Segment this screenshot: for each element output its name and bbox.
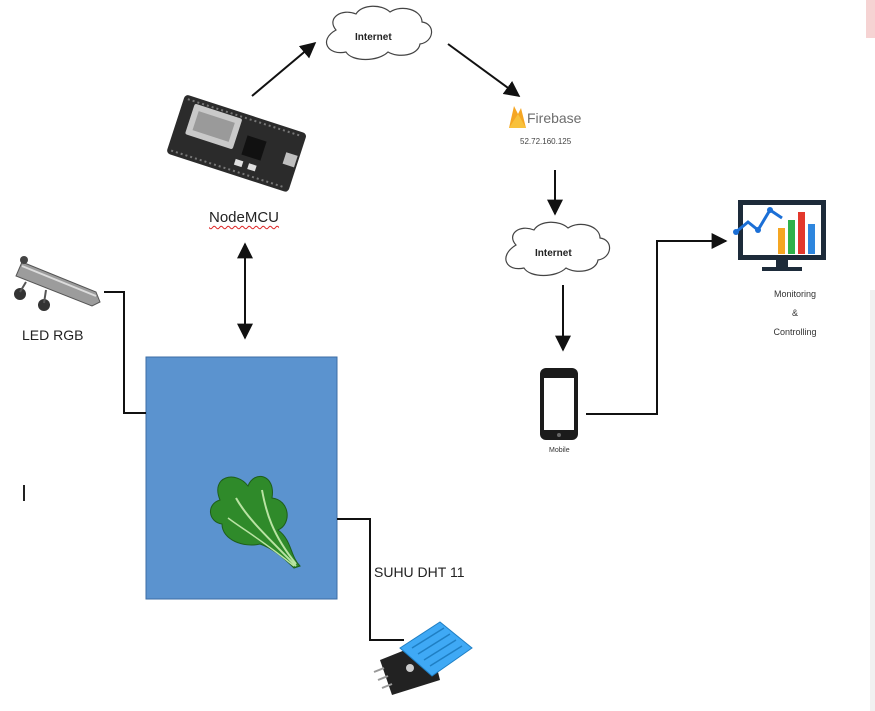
monitor-chart-icon	[733, 200, 826, 271]
corner-marker	[866, 0, 875, 38]
internet-label-mid: Internet	[535, 248, 572, 259]
firebase-label: Firebase	[527, 110, 582, 126]
edge-strip	[870, 290, 875, 711]
connector-lines	[104, 41, 728, 641]
internet-cloud-mid-icon	[505, 221, 611, 277]
line-box-to-sensor	[337, 518, 404, 641]
plant-box	[145, 356, 338, 600]
internet-cloud-top-icon	[325, 5, 433, 61]
firebase-ip-label: 52.72.160.125	[520, 137, 572, 146]
arrow-mobile-to-monitor	[586, 233, 728, 415]
nodemcu-label: NodeMCU	[209, 209, 280, 226]
monitoring-label: Monitoring & Controlling	[740, 285, 850, 342]
mobile-label: Mobile	[549, 447, 570, 454]
arrow-nodemcu-to-internet	[251, 41, 317, 97]
led-strip-icon	[14, 256, 101, 311]
monitoring-line-2: &	[791, 308, 798, 318]
monitoring-line-1: Monitoring	[773, 289, 817, 299]
line-led-to-box	[104, 291, 146, 414]
monitoring-line-3: Controlling	[773, 327, 817, 337]
plant-icon	[210, 475, 301, 569]
sensor-label: SUHU DHT 11	[374, 564, 465, 580]
internet-label-top: Internet	[355, 32, 392, 43]
dht11-sensor-icon	[373, 621, 473, 695]
led-label: LED RGB	[22, 327, 84, 343]
arrow-internet-to-firebase	[447, 43, 521, 97]
mobile-phone-icon	[540, 368, 578, 440]
text-cursor	[23, 485, 25, 501]
firebase-icon	[509, 106, 526, 128]
nodemcu-board-icon	[167, 95, 306, 192]
